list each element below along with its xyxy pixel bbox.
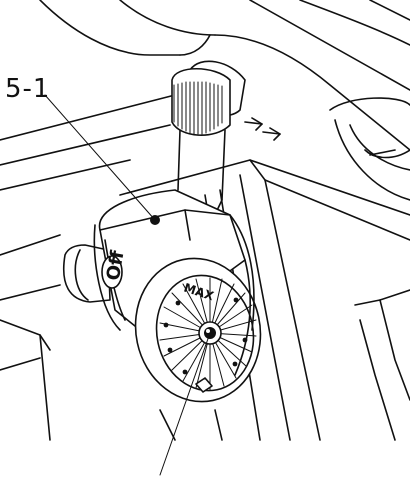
collar-ribs bbox=[173, 81, 223, 135]
off-marking: Off bbox=[101, 249, 129, 289]
dial-dots bbox=[163, 297, 248, 375]
callout-leaders bbox=[44, 94, 211, 476]
callout-5-1-label: 5-1 bbox=[5, 74, 50, 104]
dial-face: MAX bbox=[134, 257, 262, 403]
off-label: Off bbox=[103, 249, 129, 282]
knob-body: Off bbox=[93, 189, 262, 403]
side-post bbox=[63, 244, 111, 303]
oval-recess bbox=[329, 97, 410, 201]
housing-outline bbox=[0, 0, 410, 441]
direction-arrows bbox=[244, 117, 281, 141]
callout-5-1-point bbox=[150, 215, 160, 225]
upper-collar bbox=[171, 60, 246, 226]
